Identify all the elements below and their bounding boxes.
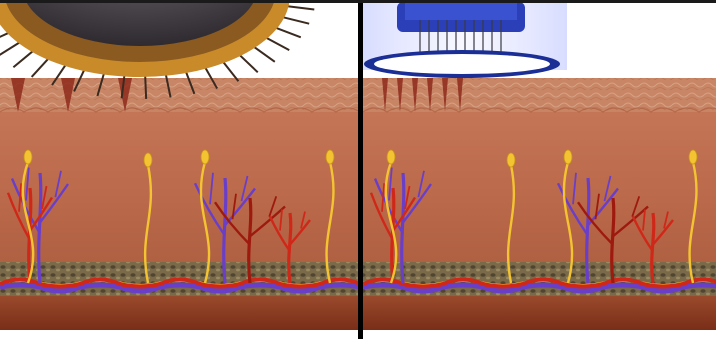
bottom-margin [0, 330, 358, 339]
panel-left [0, 0, 360, 339]
panel-divider [358, 0, 363, 339]
skin-cross-section [0, 78, 360, 339]
muscle-layer [0, 296, 358, 330]
panel-right [362, 0, 716, 339]
skin-cross-section [363, 78, 716, 339]
needle-stamp-icon [362, 0, 567, 78]
bottom-margin [363, 330, 716, 339]
muscle-layer [363, 296, 716, 330]
derma-stamp [362, 0, 716, 78]
roller-spike [145, 75, 146, 99]
top-border [0, 0, 716, 3]
